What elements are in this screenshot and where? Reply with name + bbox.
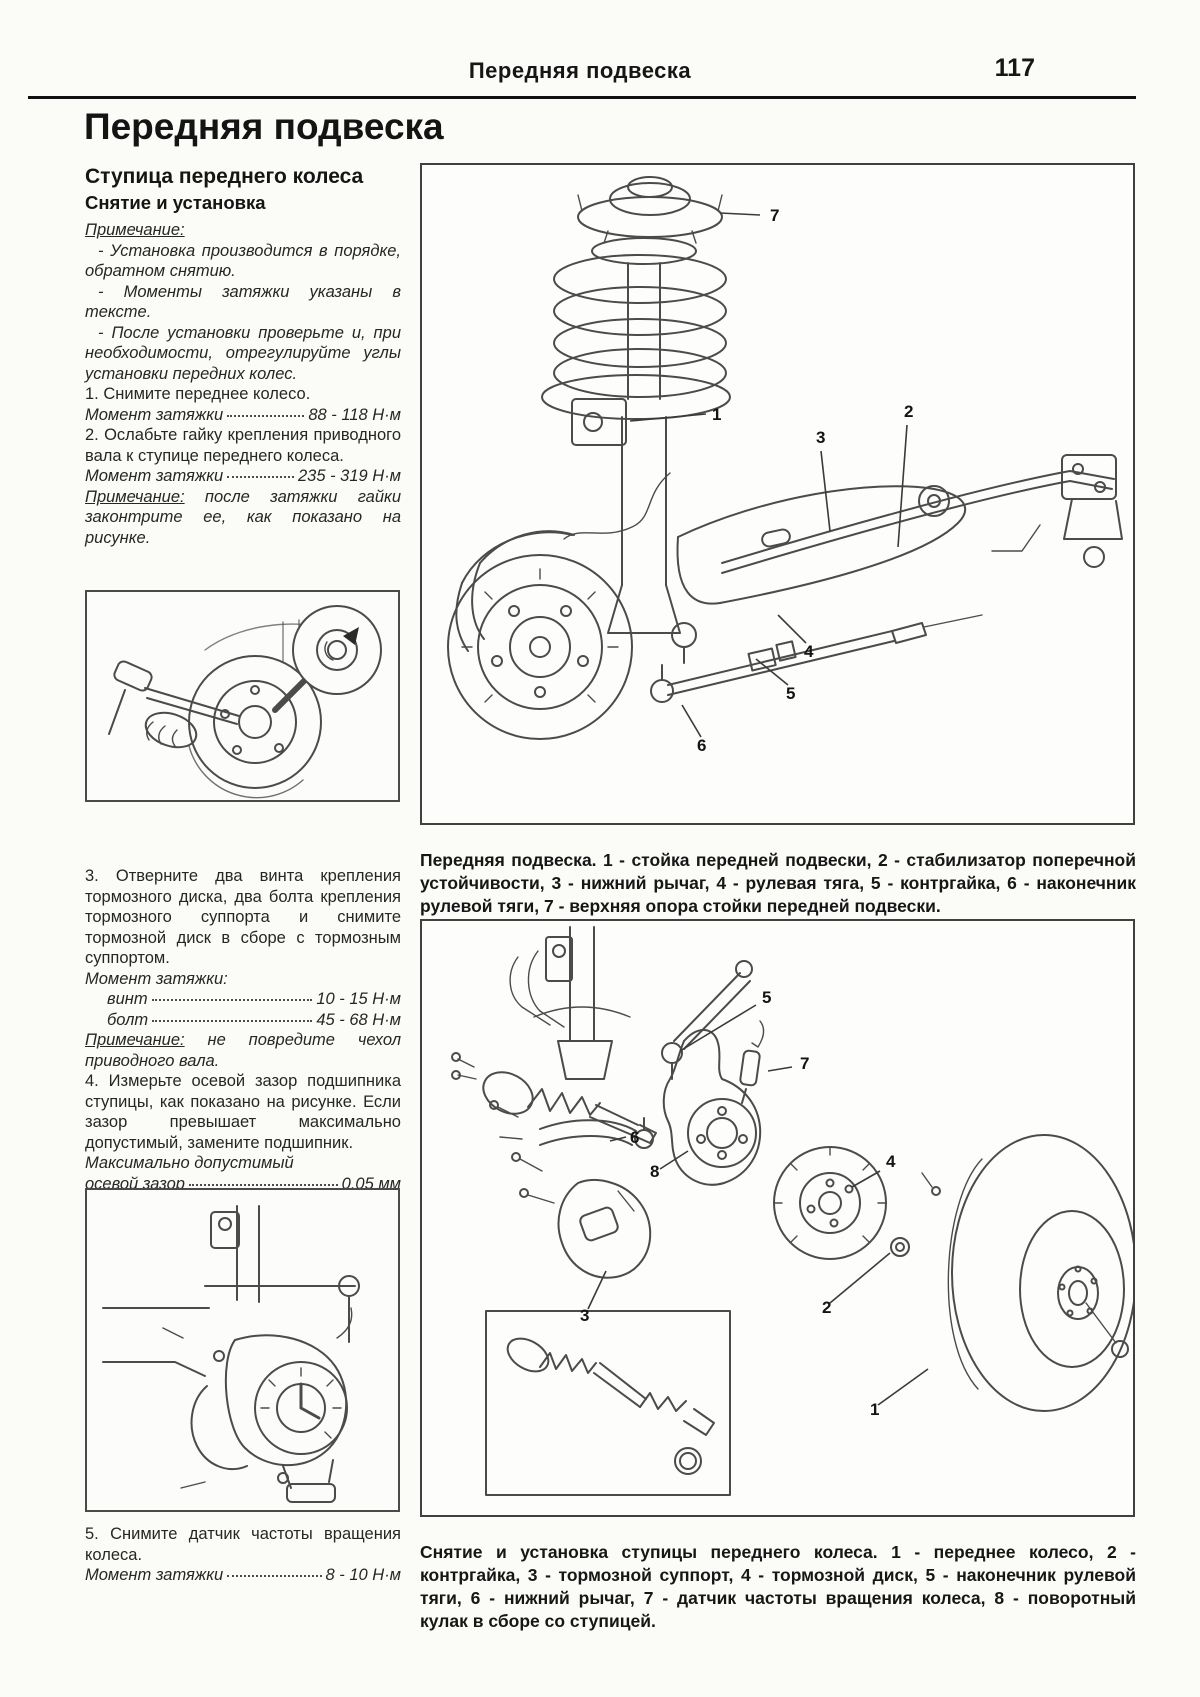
step-3: 3. Отверните два винта крепления тормозн… bbox=[85, 867, 401, 967]
hub-nut-staking-art bbox=[108, 605, 382, 799]
note-item: - Установка производится в порядке, обра… bbox=[85, 241, 401, 281]
callout-leader-line bbox=[587, 1270, 607, 1310]
note-staking: Примечание: после затяжки гайки законтри… bbox=[85, 487, 401, 547]
callout-leader-line bbox=[829, 1252, 891, 1304]
note-label: Примечание: bbox=[85, 221, 185, 239]
front-suspension-art: 7 1 2 3 4 5 6 bbox=[447, 176, 1123, 755]
step-5: 5. Снимите датчик частоты вращения колес… bbox=[85, 1525, 401, 1564]
callout-number-1: 1 bbox=[870, 1400, 879, 1419]
torque-value: 235 - 319 Н·м bbox=[297, 467, 401, 485]
torque-label: Момент затяжки bbox=[85, 1566, 224, 1584]
torque-value: 88 - 118 Н·м bbox=[308, 405, 401, 424]
callout-leader-line bbox=[679, 1004, 757, 1052]
running-header-title: Передняя подвеска bbox=[468, 58, 692, 83]
subsection-title: Снятие и установка bbox=[85, 192, 266, 213]
caption-hub-removal: Снятие и установка ступицы переднего кол… bbox=[420, 1541, 1136, 1631]
torque-value: 45 - 68 Н·м bbox=[316, 1010, 401, 1029]
figure-front-suspension: 7 1 2 3 4 5 6 bbox=[420, 163, 1135, 825]
callout-leader-line bbox=[820, 450, 831, 532]
caption-front-suspension: Передняя подвеска. 1 - стойка передней п… bbox=[420, 849, 1136, 916]
callout-leader-line bbox=[681, 704, 702, 738]
callout-number-6: 6 bbox=[630, 1128, 639, 1147]
page-number: 117 bbox=[994, 54, 1035, 82]
callout-leader-line bbox=[767, 1066, 793, 1072]
step-1: 1. Снимите переднее колесо. bbox=[85, 385, 311, 403]
dotted-leader bbox=[152, 1019, 313, 1022]
callout-leader-line bbox=[877, 1368, 929, 1406]
torque-label: болт bbox=[107, 1010, 149, 1029]
left-column-text-middle: 3. Отверните два винта крепления тормозн… bbox=[85, 866, 401, 1194]
bearing-play-art bbox=[102, 1205, 360, 1503]
callout-number-6: 6 bbox=[697, 736, 706, 755]
left-column-text-top: Ступица переднего колеса Снятие и устано… bbox=[85, 164, 401, 548]
clearance-intro: Максимально допустимый bbox=[85, 1154, 294, 1172]
callout-number-8: 8 bbox=[650, 1162, 659, 1181]
step-4: 4. Измерьте осевой зазор подшипника ступ… bbox=[85, 1072, 401, 1152]
callout-leader-line bbox=[755, 658, 789, 686]
torque-spec: Момент затяжки 235 - 319 Н·м bbox=[85, 466, 401, 487]
note-item: - После установки проверьте и, при необх… bbox=[85, 323, 401, 383]
dotted-leader bbox=[227, 414, 305, 417]
callout-number-1: 1 bbox=[712, 405, 721, 424]
dotted-leader bbox=[227, 476, 294, 478]
callout-number-7: 7 bbox=[770, 206, 779, 225]
callout-leader-line bbox=[629, 413, 707, 422]
callout-number-3: 3 bbox=[816, 428, 825, 447]
torque-label: Момент затяжки bbox=[85, 467, 224, 485]
dotted-leader bbox=[188, 1183, 338, 1186]
callout-number-7: 7 bbox=[800, 1054, 809, 1073]
callout-number-5: 5 bbox=[786, 684, 795, 703]
section-title: Ступица переднего колеса bbox=[85, 165, 364, 188]
header-rule bbox=[28, 96, 1136, 103]
callout-number-2: 2 bbox=[904, 402, 913, 421]
callout-leader-line bbox=[897, 424, 908, 548]
note-boot: Примечание: не повредите чехол приводног… bbox=[85, 1031, 401, 1070]
torque-value: 10 - 15 Н·м bbox=[316, 990, 401, 1008]
callout-leader-line bbox=[851, 1170, 881, 1188]
step-2: 2. Ослабьте гайку крепления приводного в… bbox=[85, 426, 401, 465]
callout-number-3: 3 bbox=[580, 1306, 589, 1325]
figure-bearing-play-check bbox=[85, 1188, 400, 1512]
note-item: - Моменты затяжки указаны в тексте. bbox=[85, 282, 401, 322]
torque-spec: Момент затяжки 88 - 118 Н·м bbox=[85, 405, 401, 426]
callout-leader-line bbox=[777, 614, 807, 644]
callout-number-4: 4 bbox=[804, 642, 814, 661]
torque-list-label: Момент затяжки: bbox=[85, 969, 228, 988]
torque-spec: винт 10 - 15 Н·м bbox=[85, 989, 401, 1010]
torque-spec: болт 45 - 68 Н·м bbox=[85, 1010, 401, 1031]
left-column-text-bottom: 5. Снимите датчик частоты вращения колес… bbox=[85, 1524, 401, 1586]
page-title: Передняя подвеска bbox=[84, 106, 444, 147]
dotted-leader bbox=[227, 1575, 322, 1577]
torque-label: Момент затяжки bbox=[85, 405, 224, 424]
callout-leader-line bbox=[659, 1150, 689, 1170]
dotted-leader bbox=[151, 999, 313, 1001]
callout-number-5: 5 bbox=[762, 988, 771, 1007]
callout-number-2: 2 bbox=[822, 1298, 831, 1317]
torque-spec: Момент затяжки 8 - 10 Н·м bbox=[85, 1565, 401, 1586]
hub-exploded-art: 5 7 68 3 4 2 1 bbox=[451, 926, 1133, 1496]
callout-leader-line bbox=[719, 212, 761, 216]
torque-label: винт bbox=[107, 990, 148, 1008]
figure-hub-nut-staking bbox=[85, 590, 400, 802]
callout-number-4: 4 bbox=[886, 1152, 896, 1171]
torque-value: 8 - 10 Н·м bbox=[325, 1566, 402, 1584]
callout-leader-line bbox=[609, 1136, 627, 1142]
